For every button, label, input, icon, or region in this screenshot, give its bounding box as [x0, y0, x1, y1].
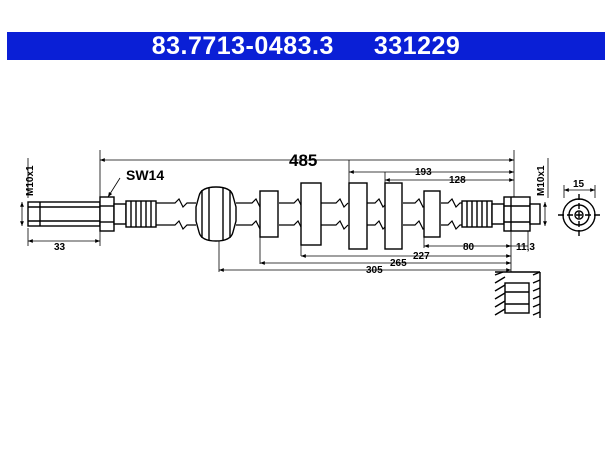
dim-end-diameter: 15 [573, 179, 585, 190]
dim-left-fitting: 33 [54, 242, 66, 253]
left-fitting [27, 196, 157, 232]
dim-305: 305 [366, 265, 383, 276]
hose-clip [195, 186, 237, 242]
dim-193: 193 [415, 167, 432, 178]
dim-11-3: 11,3 [516, 242, 535, 253]
hose-body [155, 197, 462, 231]
part-number: 83.7713-0483.3 [151, 31, 334, 60]
dim-total-length: 485 [289, 151, 317, 170]
hose-sleeves [259, 182, 441, 250]
right-fitting [461, 196, 541, 232]
end-view [558, 194, 600, 236]
dim-thread-right: M10x1 [536, 165, 547, 196]
dim-265: 265 [390, 258, 407, 269]
section-detail [494, 271, 541, 318]
title-bar: 83.7713-0483.3 331229 [7, 32, 605, 60]
dim-thread-left: M10x1 [25, 165, 36, 196]
dim-wrench-size: SW14 [126, 167, 164, 183]
dimension-lines [20, 150, 596, 272]
dim-227: 227 [413, 251, 430, 262]
dim-128: 128 [449, 175, 466, 186]
reference-number: 331229 [373, 31, 461, 60]
dim-80: 80 [463, 242, 475, 253]
